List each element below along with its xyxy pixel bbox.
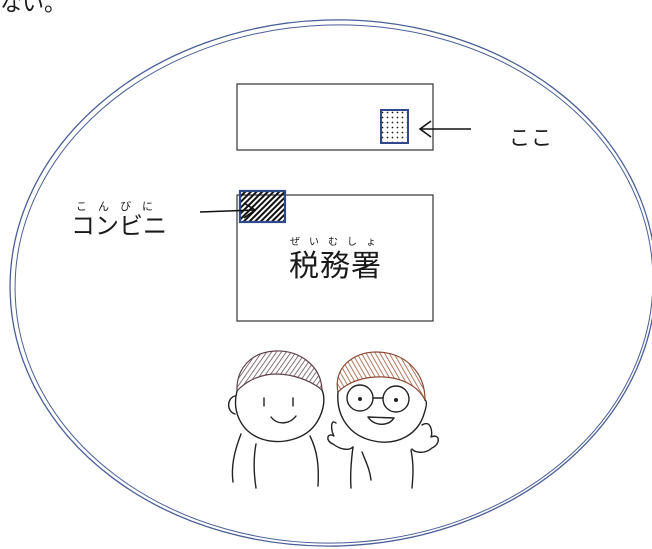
top-caption: ない。 — [0, 0, 67, 17]
convenience-store-marker — [238, 189, 287, 224]
here-label: ここ — [509, 126, 553, 150]
conbini-ruby: こんびに — [76, 200, 164, 213]
person-right-illustration — [327, 351, 439, 489]
current-location-marker — [380, 109, 409, 144]
tax-office-ruby: ぜいむしょ — [290, 237, 385, 248]
conbini-label: コンビニ — [71, 212, 167, 240]
person-left-illustration — [227, 350, 325, 489]
conbini-arrow — [199, 202, 257, 219]
area-boundary — [9, 19, 652, 547]
here-arrow — [418, 120, 471, 138]
tax-office-label: 税務署 — [289, 249, 382, 284]
